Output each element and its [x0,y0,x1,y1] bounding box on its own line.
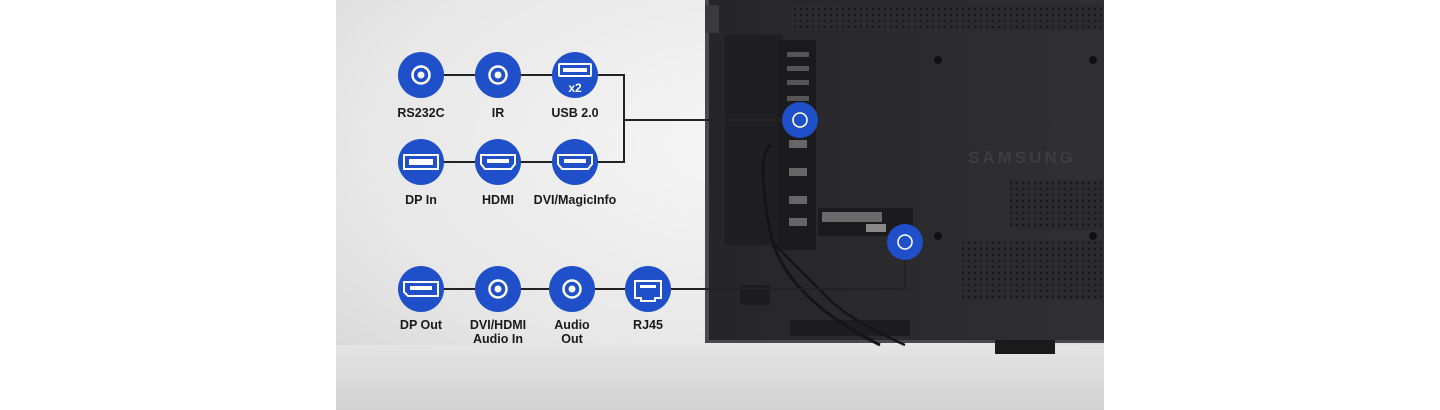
port-label-usb: USB 2.0 [551,106,599,120]
port-label-audio-in-line2: Audio In [473,332,523,346]
ir-port-circle [475,52,521,98]
displayport-icon [403,281,439,297]
hdmi-port-icon [480,154,516,170]
round-port-icon [562,279,582,299]
usb-port-icon [558,63,592,77]
ethernet-port-icon [634,280,662,302]
port-label-rj45: RJ45 [633,318,663,332]
dvi-port-icon [403,154,439,170]
port-label-hdmi: HDMI [482,193,514,207]
port-label-dvi-magicinfo: DVI/MagicInfo [533,193,617,207]
rj45-port-circle [625,266,671,312]
port-label-audio-out-line1: Audio [554,318,590,332]
port-label-audio-out: Audio Out [512,318,632,346]
rs232c-port-circle [398,52,444,98]
callout-circles [782,102,923,260]
samsung-logo: SAMSUNG [968,148,1076,167]
round-port-icon [488,279,508,299]
usb-port-circle: x2 [552,52,598,98]
dp-in-port-circle [398,139,444,185]
floor [336,345,1104,410]
audio-out-port-circle [549,266,595,312]
audio-in-port-circle [475,266,521,312]
port-label-ir: IR [491,106,505,120]
round-port-icon [488,65,508,85]
port-label-audio-in: DVI/HDMI Audio In [438,318,558,346]
port-label-dp-out: DP Out [399,318,443,332]
hdmi-port-circle [475,139,521,185]
round-port-icon [411,65,431,85]
dp-out-port-circle [398,266,444,312]
hdmi-port-icon [557,154,593,170]
dvi-magicinfo-port-circle [552,139,598,185]
port-label-audio-out-line2: Out [561,332,583,346]
monitor-back-panel: SAMSUNG [705,0,1104,354]
port-label-dp-in: DP In [405,193,437,207]
port-label-rs232c: RS232C [397,106,445,120]
usb-count-badge: x2 [568,81,582,95]
port-label-audio-in-line1: DVI/HDMI [469,318,527,332]
